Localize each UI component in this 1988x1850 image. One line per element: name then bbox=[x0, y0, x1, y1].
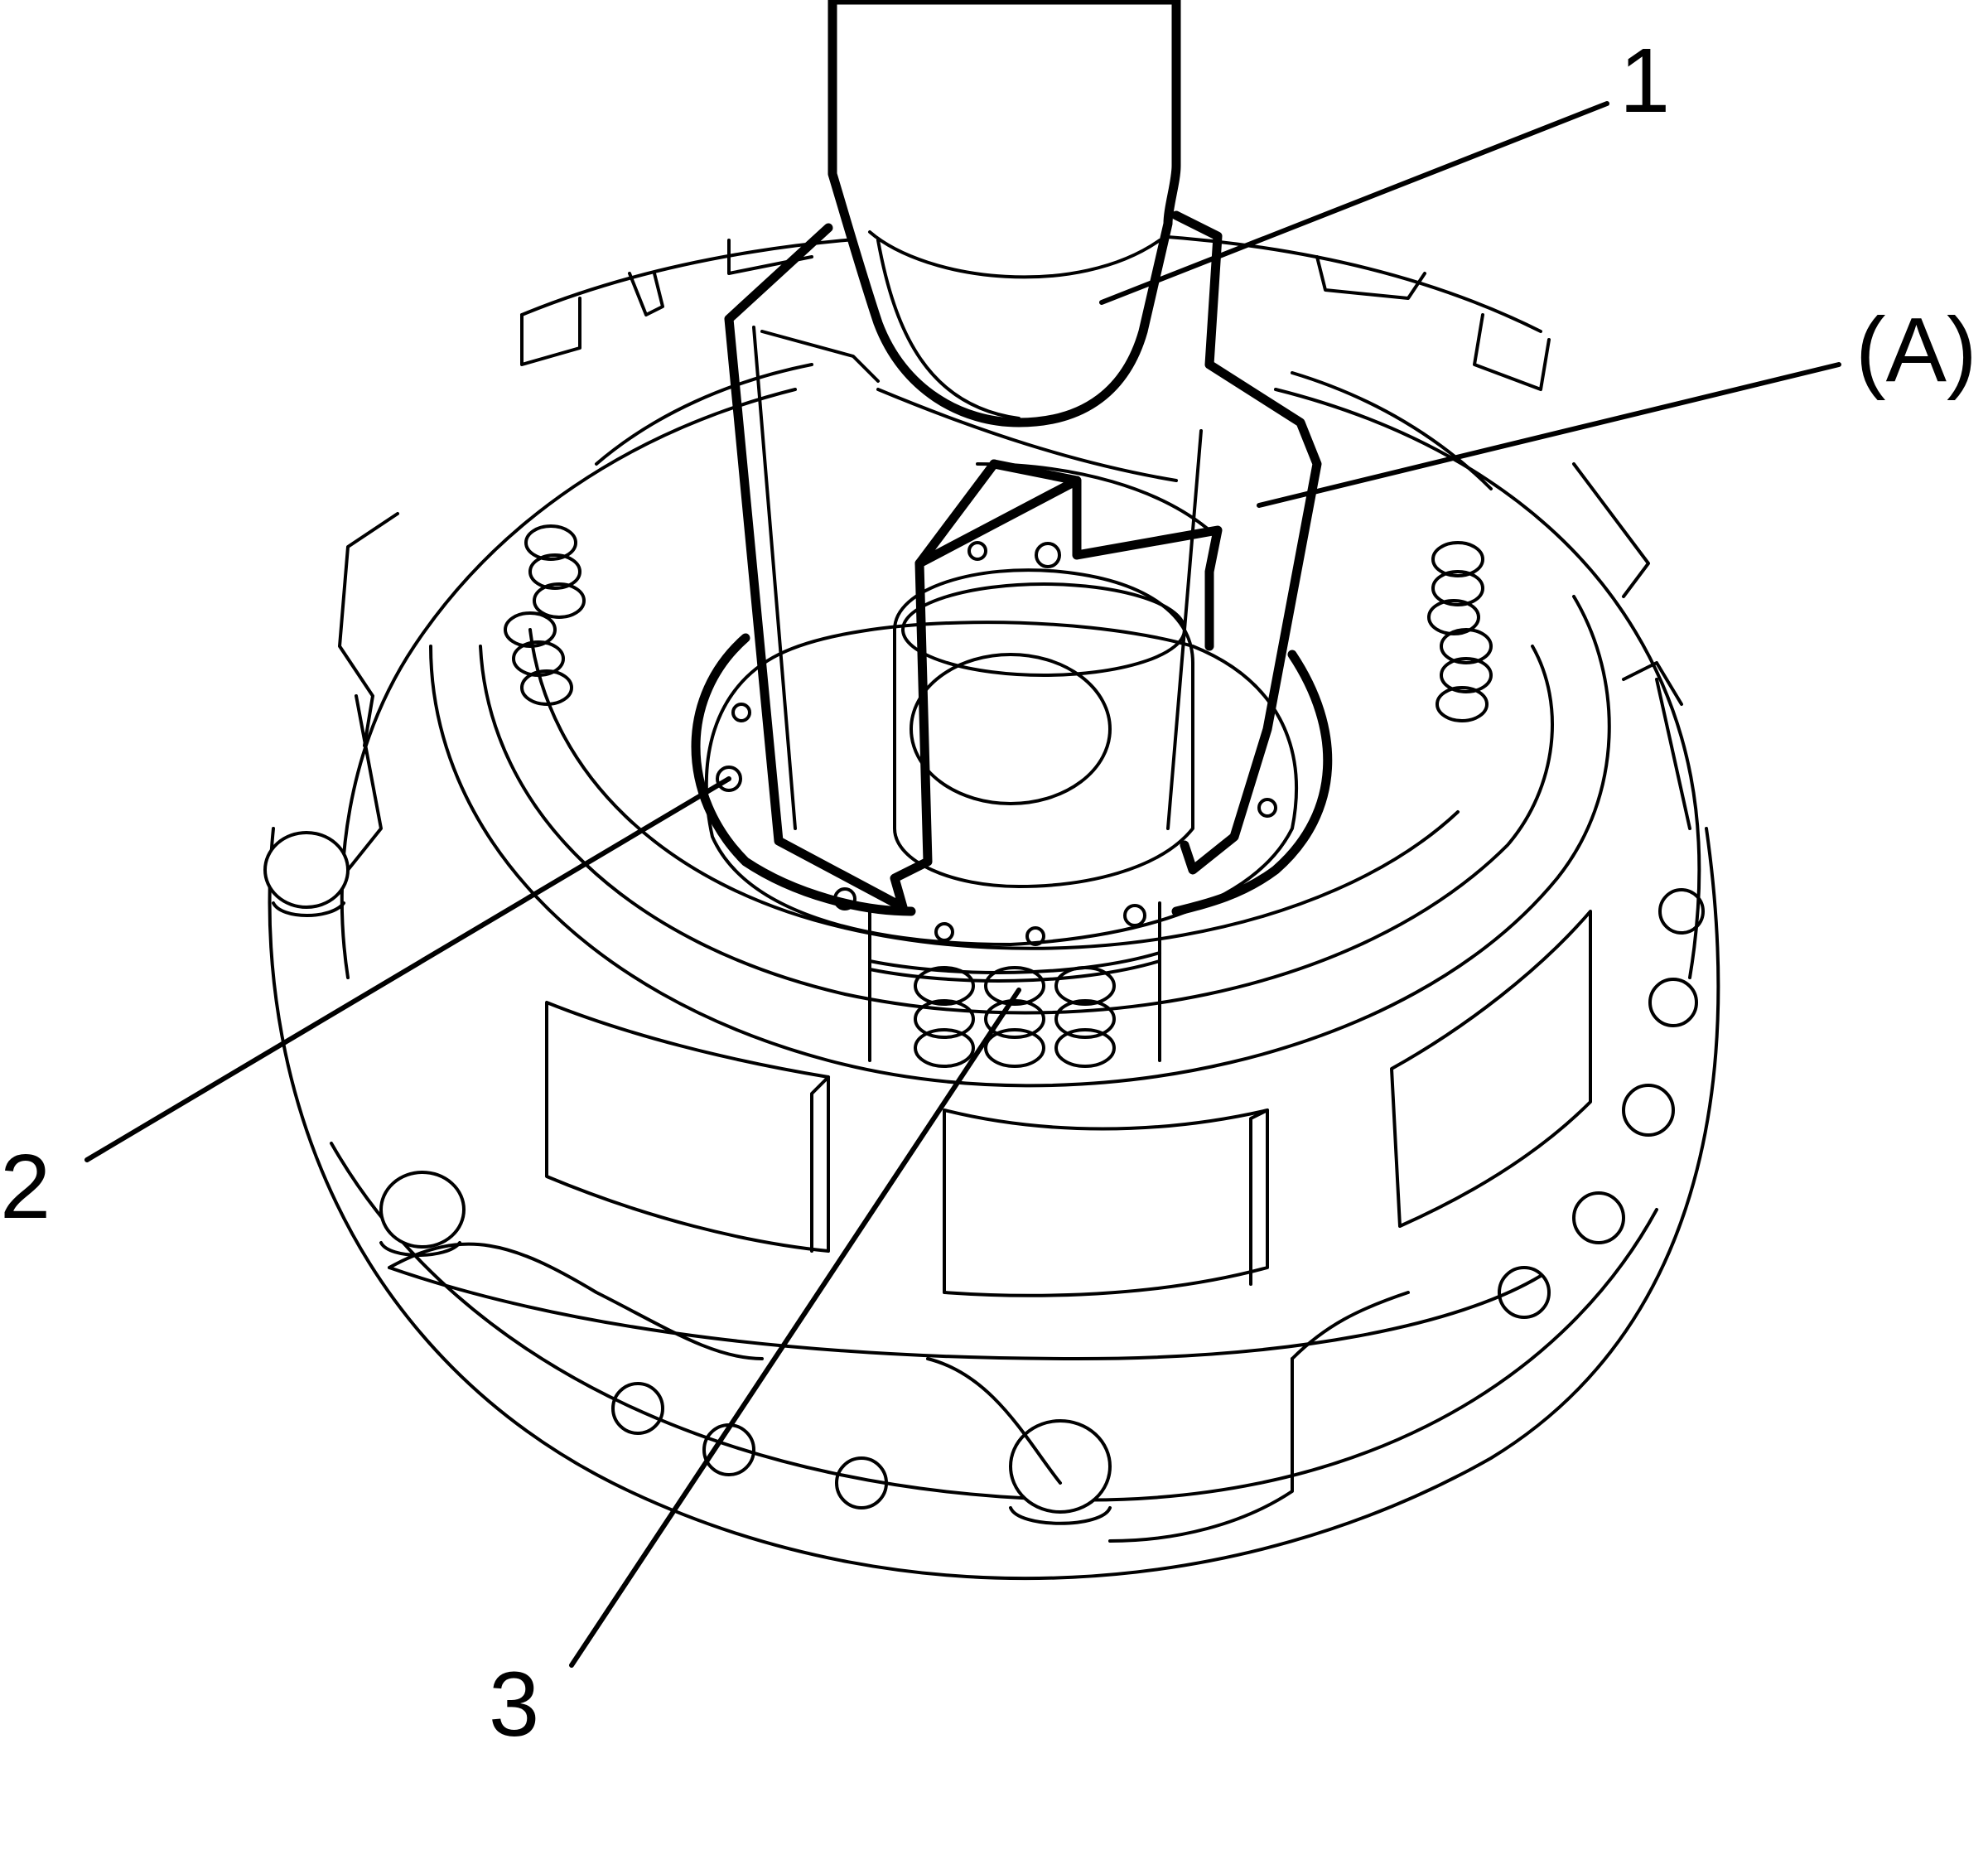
callout-1: 1 bbox=[1619, 30, 1670, 132]
callout-A: (A) bbox=[1855, 299, 1977, 401]
bolt-head-bottom bbox=[1009, 1419, 1112, 1525]
press-ram bbox=[828, 0, 1181, 427]
spring-bottom bbox=[868, 951, 1161, 1068]
rim-holes bbox=[611, 888, 1705, 1509]
callout-3: 3 bbox=[489, 1654, 539, 1756]
spring-left bbox=[504, 524, 586, 706]
compressor-tool bbox=[724, 210, 1322, 912]
bolt-head-left bbox=[263, 831, 350, 917]
snap-ring bbox=[691, 633, 1333, 916]
spring-retainer bbox=[704, 541, 1298, 983]
spring-right bbox=[1427, 541, 1493, 722]
leader-3 bbox=[569, 988, 1021, 1668]
leader-2 bbox=[84, 776, 731, 1162]
leader-1 bbox=[1099, 101, 1609, 305]
leader-A bbox=[1257, 362, 1841, 508]
callout-2: 2 bbox=[0, 1136, 51, 1238]
bolt-heads bbox=[263, 831, 1112, 1525]
leader-lines bbox=[84, 101, 1841, 1668]
callout-labels: 1 (A) 2 3 bbox=[0, 30, 1977, 1756]
window-band bbox=[388, 910, 1592, 1543]
bolt-head-left-lower bbox=[379, 1171, 466, 1257]
